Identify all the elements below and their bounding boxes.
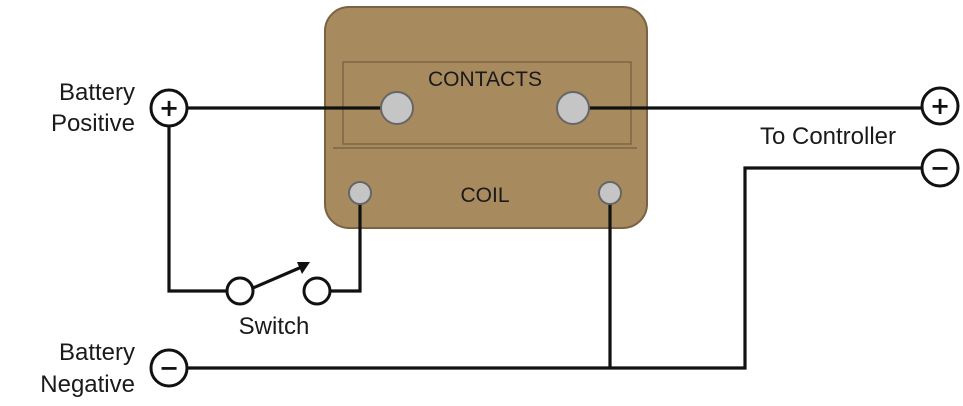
- minus-icon: −: [159, 354, 179, 382]
- relay: [324, 6, 648, 229]
- wire-positive-to-switch: [167, 126, 226, 293]
- controller-negative-terminal: −: [920, 148, 960, 188]
- controller-positive-terminal: +: [920, 86, 960, 126]
- contacts-panel: [342, 61, 632, 145]
- battery-positive-label-line2: Positive: [51, 110, 135, 137]
- wire-switch-to-coil: [330, 193, 362, 293]
- wires: [167, 106, 922, 370]
- switch-arrow-head: [297, 262, 310, 274]
- switch-terminal-right: [302, 276, 332, 306]
- battery-negative-label-line2: Negative: [40, 371, 135, 398]
- wire-negative-bus: [186, 166, 922, 370]
- battery-negative-label-line1: Battery: [59, 339, 135, 366]
- battery-positive-terminal: +: [149, 88, 189, 128]
- to-controller-label: To Controller: [760, 123, 896, 150]
- plus-icon: +: [159, 94, 179, 122]
- contact-terminal-right: [556, 91, 590, 125]
- contacts-label: CONTACTS: [428, 68, 542, 91]
- battery-negative-terminal: −: [149, 348, 189, 388]
- contact-terminal-left: [380, 91, 414, 125]
- plus-icon: +: [930, 92, 950, 120]
- minus-icon: −: [930, 154, 950, 182]
- coil-label: COIL: [460, 184, 509, 207]
- switch-terminal-left: [225, 276, 255, 306]
- switch-label: Switch: [239, 313, 310, 340]
- switch-lever: [252, 264, 305, 290]
- battery-positive-label-line1: Battery: [59, 79, 135, 106]
- coil-terminal-right: [598, 181, 622, 205]
- coil-terminal-left: [348, 181, 372, 205]
